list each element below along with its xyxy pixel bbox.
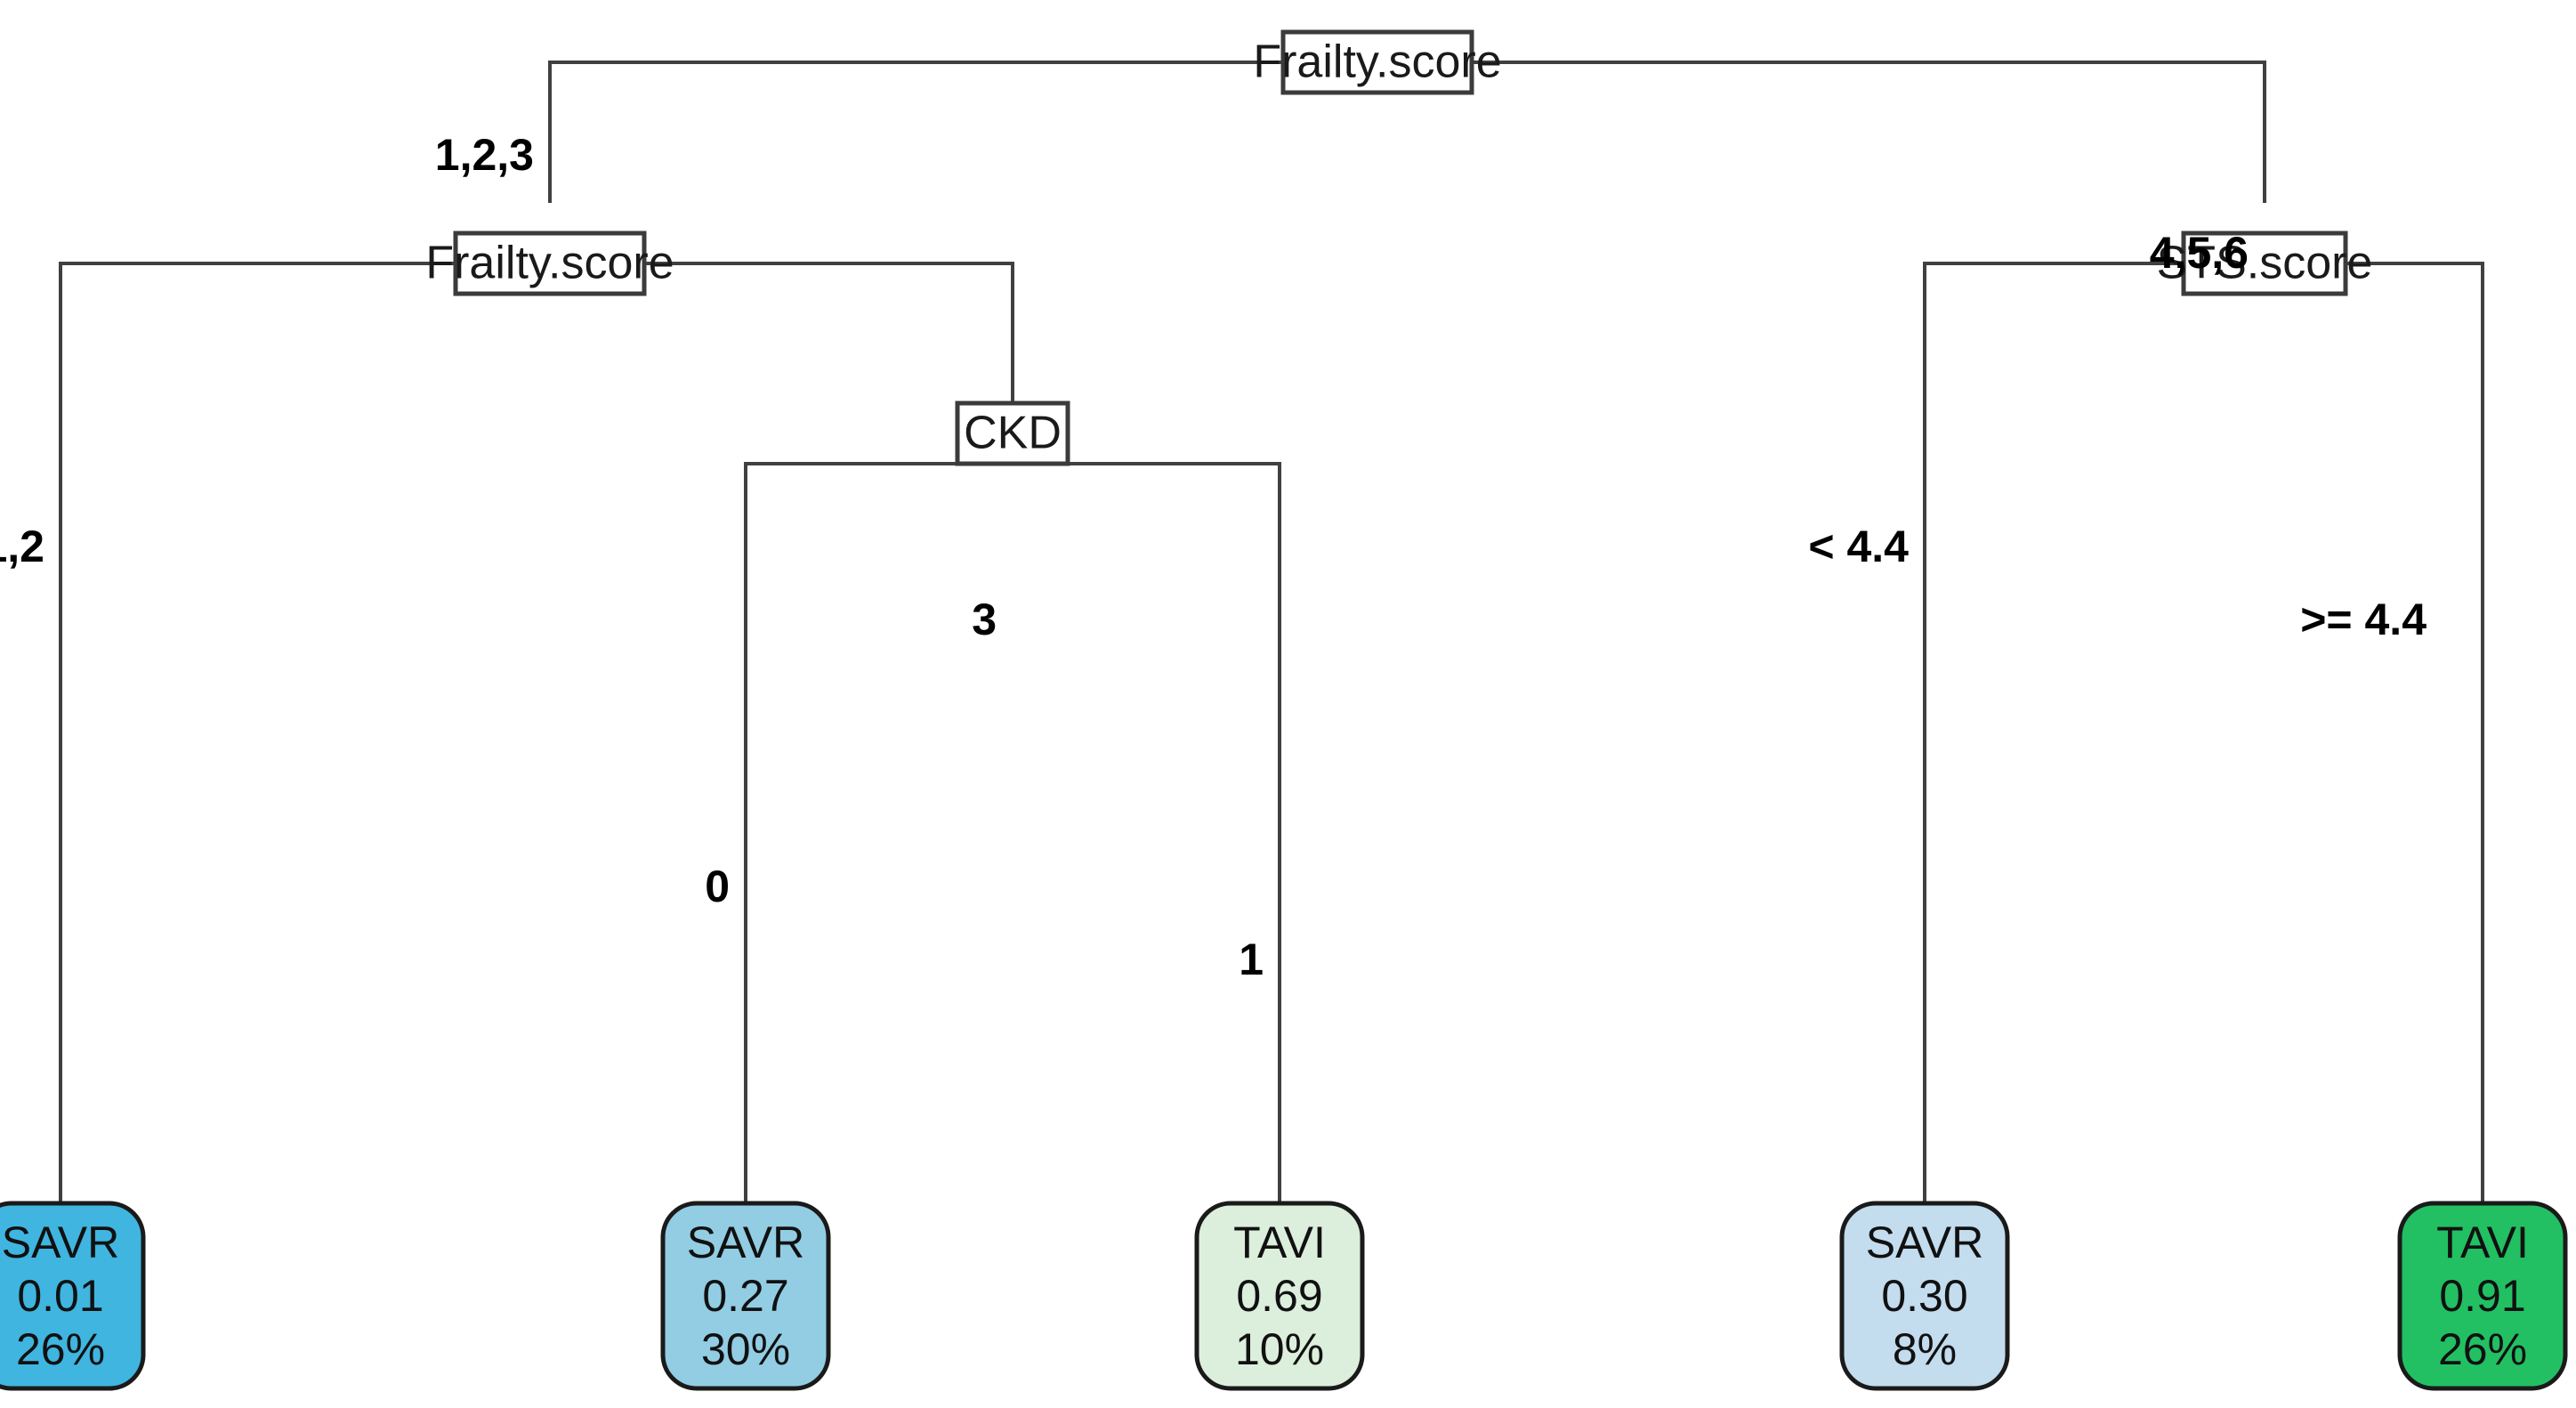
leaf-node-5-class: TAVI xyxy=(2436,1218,2529,1267)
leaf-node-2-class: SAVR xyxy=(687,1218,804,1267)
leaf-node-5-share: 26% xyxy=(2438,1324,2527,1374)
split-node-frailty-2-box xyxy=(453,231,647,296)
split-node-root-box xyxy=(1280,29,1474,95)
leaf-node-3[interactable]: TAVI 0.69 10% xyxy=(1194,1201,1365,1391)
edge-ckd-to-leaf2 xyxy=(744,462,957,1203)
edge-root-to-frailty2 xyxy=(548,61,1283,203)
leaf-node-5[interactable]: TAVI 0.91 26% xyxy=(2397,1201,2568,1391)
edge-frailty2-to-ckd xyxy=(644,262,1014,403)
split-node-ckd[interactable]: CKD xyxy=(955,401,1070,466)
leaf-node-3-probability: 0.69 xyxy=(1236,1271,1322,1321)
split-node-root[interactable]: Frailty.score xyxy=(1253,29,1502,95)
edge-label-ckd-right: 1 xyxy=(1239,935,1264,984)
leaf-node-5-box xyxy=(2397,1201,2568,1391)
leaf-node-4-probability: 0.30 xyxy=(1881,1271,1967,1321)
leaf-node-5-probability: 0.91 xyxy=(2439,1271,2525,1321)
split-node-sts-label: STS.score xyxy=(2157,238,2373,289)
leaf-node-1-class: SAVR xyxy=(2,1218,119,1267)
leaf-node-4[interactable]: SAVR 0.30 8% xyxy=(1839,1201,2010,1391)
leaf-node-3-share: 10% xyxy=(1235,1324,1324,1374)
leaf-node-1-probability: 0.01 xyxy=(17,1271,103,1321)
edge-label-sts-left: < 4.4 xyxy=(1808,522,1909,571)
split-node-ckd-label: CKD xyxy=(964,408,1062,459)
leaf-node-3-box xyxy=(1194,1201,1365,1391)
edge-label-root-left: 1,2,3 xyxy=(435,130,534,180)
split-node-sts-box xyxy=(2181,231,2348,296)
split-node-ckd-box xyxy=(955,401,1070,466)
edge-label-frailty-left: 1,2 xyxy=(0,522,44,571)
split-node-group: Frailty.score Frailty.score STS.score CK… xyxy=(425,29,2373,466)
leaf-node-3-class: TAVI xyxy=(1233,1218,1326,1267)
edge-label-root-right: 4,5,6 xyxy=(2150,228,2249,278)
leaf-node-4-share: 8% xyxy=(1893,1324,1957,1374)
edge-label-frailty-right: 3 xyxy=(972,595,997,644)
leaf-node-4-class: SAVR xyxy=(1866,1218,1983,1267)
leaf-node-2-box xyxy=(660,1201,831,1391)
leaf-node-2-probability: 0.27 xyxy=(702,1271,788,1321)
leaf-node-group: SAVR 0.01 26% SAVR 0.27 30% TAVI 0.69 10… xyxy=(0,1201,2568,1391)
split-node-frailty-2[interactable]: Frailty.score xyxy=(425,231,674,296)
edge-sts-to-leaf5 xyxy=(2346,262,2484,1203)
leaf-node-1-share: 26% xyxy=(16,1324,105,1374)
leaf-node-2-share: 30% xyxy=(701,1324,790,1374)
edge-sts-to-leaf4 xyxy=(1923,262,2184,1203)
edge-label-ckd-left: 0 xyxy=(705,862,730,911)
split-node-sts[interactable]: STS.score xyxy=(2157,231,2373,296)
leaf-node-1[interactable]: SAVR 0.01 26% xyxy=(0,1201,146,1391)
edge-root-to-sts xyxy=(1472,61,2266,203)
leaf-node-1-box xyxy=(0,1201,146,1391)
edge-label-group: 1,2,3 4,5,6 1,2 3 0 1 < 4.4 >= 4.4 xyxy=(0,130,2427,984)
split-node-frailty-2-label: Frailty.score xyxy=(425,238,674,289)
leaf-node-2[interactable]: SAVR 0.27 30% xyxy=(660,1201,831,1391)
split-node-root-label: Frailty.score xyxy=(1253,36,1501,88)
edge-ckd-to-leaf3 xyxy=(1068,462,1281,1203)
edge-group xyxy=(59,61,2484,1203)
edge-label-sts-right: >= 4.4 xyxy=(2300,595,2427,644)
leaf-node-4-box xyxy=(1839,1201,2010,1391)
edge-frailty2-to-leaf1 xyxy=(59,262,456,1203)
